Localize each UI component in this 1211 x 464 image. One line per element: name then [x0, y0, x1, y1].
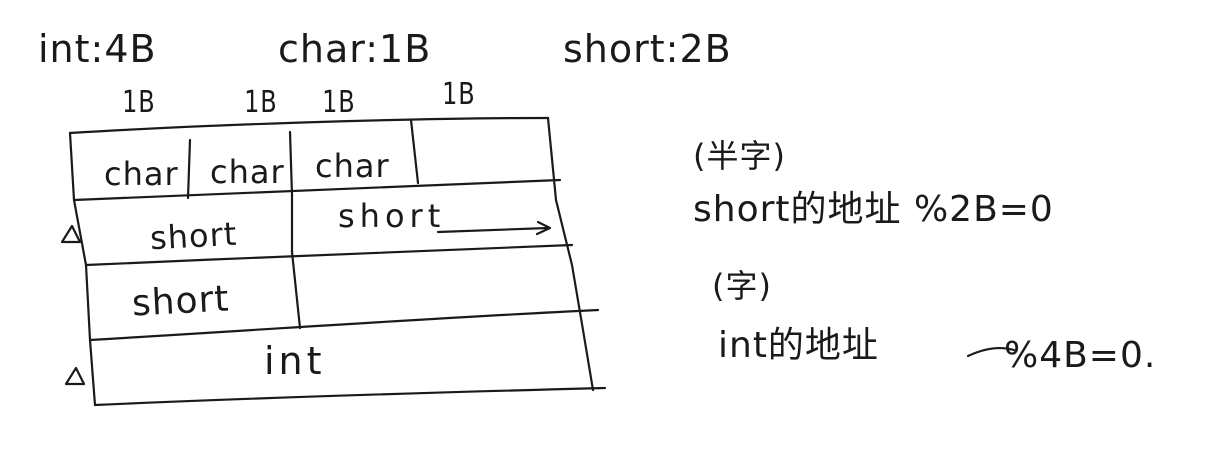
byte-label-4: 1B: [442, 77, 476, 112]
row-separator-2: [84, 243, 574, 267]
byte-label-3: 1B: [322, 85, 356, 120]
word-note: (字): [712, 267, 772, 305]
cell-char-2: char: [210, 153, 285, 191]
alignment-marker-1: [60, 224, 82, 244]
byte-label-2: 1B: [244, 85, 278, 120]
alignment-marker-2: [64, 366, 86, 386]
col-separator-char-3: [409, 118, 420, 185]
int-alignment-rule-prefix: int的地址: [718, 325, 879, 366]
cell-char-1: char: [104, 155, 179, 193]
cell-short-2: short: [338, 197, 446, 235]
cell-int: int: [264, 339, 326, 383]
table-top-border: [68, 116, 550, 135]
cell-short-3: short: [130, 278, 231, 325]
byte-label-1: 1B: [122, 85, 156, 120]
short-size-label: short:2B: [563, 27, 732, 71]
col-separator-char-1: [186, 138, 192, 200]
half-word-note: (半字): [693, 137, 786, 175]
table-right-border: [546, 116, 595, 392]
int-size-label: int:4B: [38, 27, 157, 71]
cell-char-3: char: [315, 147, 390, 185]
row-separator-1: [72, 178, 562, 202]
col-separator-char-2: [288, 130, 294, 197]
table-left-border: [68, 131, 97, 407]
cell-short-1: short: [149, 214, 239, 258]
char-size-label: char:1B: [278, 27, 432, 71]
row-separator-3: [88, 308, 600, 342]
short-arrow: [436, 220, 552, 236]
strike-mark: [966, 346, 1016, 358]
col-separator-short-row3: [290, 250, 302, 330]
table-bottom-border: [93, 386, 607, 407]
int-alignment-rule-suffix: %4B=0.: [1004, 335, 1157, 376]
short-alignment-rule: short的地址 %2B=0: [693, 189, 1054, 230]
